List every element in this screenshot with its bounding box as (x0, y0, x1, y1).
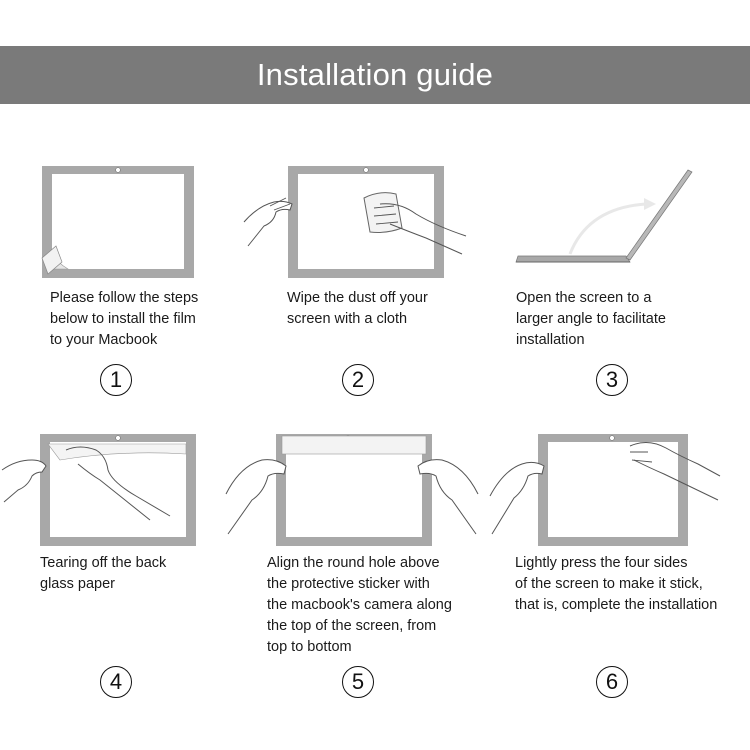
step-4-illustration (1, 434, 196, 546)
step-2-caption: Wipe the dust off your screen with a clo… (287, 290, 428, 327)
step-4-caption: Tearing off the back glass paper (40, 555, 167, 592)
step-1-caption: Please follow the steps below to install… (50, 290, 199, 348)
page-title: Installation guide (256, 57, 494, 92)
step-5-number: 5 (342, 666, 374, 698)
step-3-number: 3 (596, 364, 628, 396)
step-6-number: 6 (596, 666, 628, 698)
step-5-caption: Align the round hole above the protectiv… (267, 555, 452, 655)
step-6-illustration (489, 434, 721, 546)
step-5-illustration (225, 434, 479, 546)
step-1-illustration (41, 166, 194, 278)
step-2-illustration (243, 166, 467, 278)
step-4-number: 4 (100, 666, 132, 698)
step-2-number: 2 (342, 364, 374, 396)
header-banner: Installation guide (0, 46, 750, 104)
step-3-illustration (515, 169, 693, 263)
step-3-caption: Open the screen to a larger angle to fac… (516, 290, 666, 348)
step-1-number: 1 (100, 364, 132, 396)
step-6-caption: Lightly press the four sides of the scre… (515, 555, 718, 613)
